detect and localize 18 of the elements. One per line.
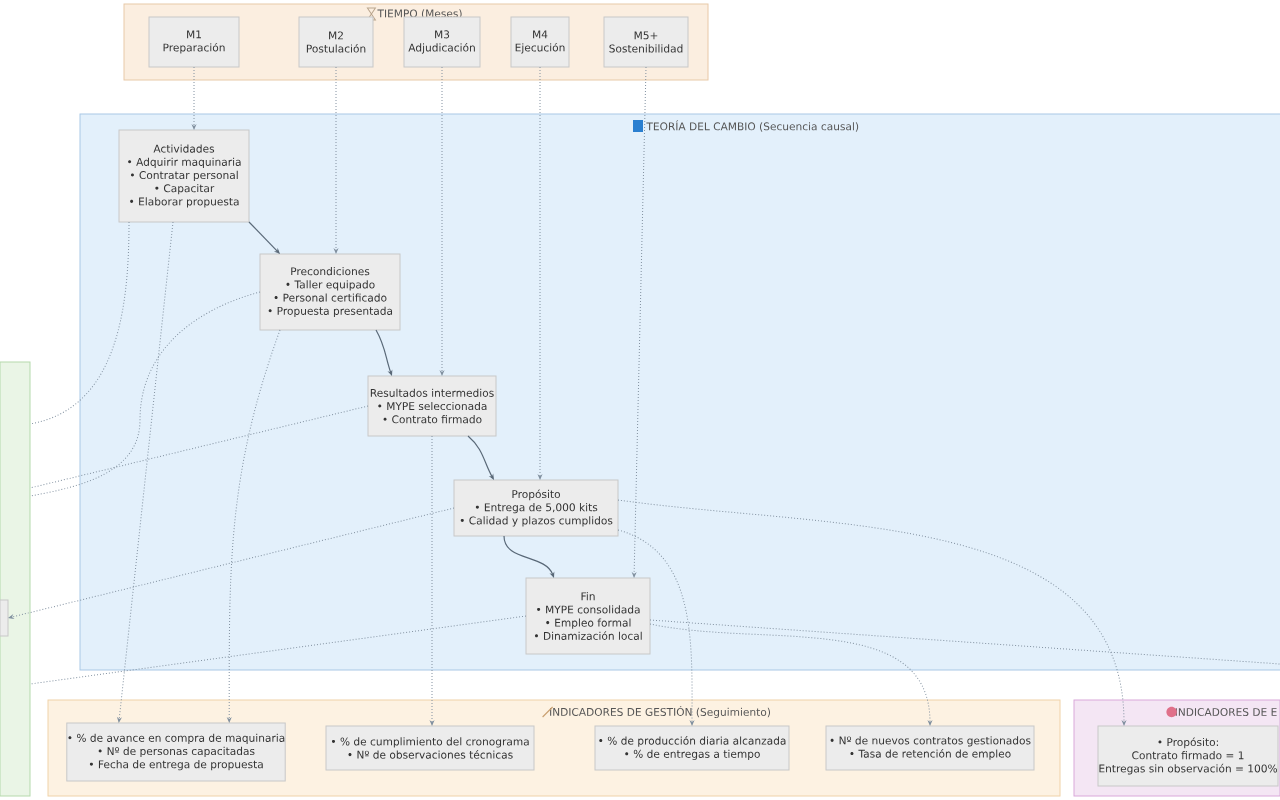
arrow xyxy=(227,329,281,723)
arrow xyxy=(632,66,647,578)
arrow xyxy=(8,507,455,619)
arrow xyxy=(375,329,393,376)
empty-box xyxy=(0,599,9,637)
arrow xyxy=(248,221,280,254)
arrow xyxy=(503,535,555,578)
arrow xyxy=(334,66,338,254)
arrow xyxy=(617,499,1126,726)
group-panel xyxy=(0,361,31,797)
arrow xyxy=(538,66,542,480)
arrow xyxy=(467,435,494,480)
arrow xyxy=(430,435,434,726)
arrow xyxy=(192,66,196,130)
arrow xyxy=(117,221,174,723)
arrow xyxy=(440,66,444,376)
arrow xyxy=(617,529,694,726)
arrow xyxy=(649,623,932,726)
